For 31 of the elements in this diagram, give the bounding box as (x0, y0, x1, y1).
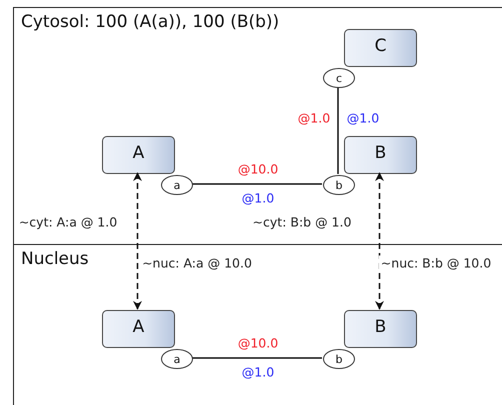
compartment-title: Cytosol: 100 (A(a)), 100 (B(b)) (21, 12, 280, 32)
rate-label: @1.0 (240, 364, 276, 380)
edge-label: @1.0 (296, 110, 332, 126)
dashed-arrow (375, 172, 384, 310)
molecule-box (102, 136, 175, 174)
dashed-arrow (133, 172, 142, 310)
molecule-name: C (374, 38, 386, 58)
rate-label: @1.0 (240, 190, 276, 206)
molecule-name: B (374, 319, 386, 339)
molecule-box (102, 310, 175, 348)
molecule-box (344, 29, 417, 67)
rate-label: @1.0 (344, 110, 382, 126)
connector-line (192, 183, 322, 185)
edge-label: ~cyt: B:b @ 1.0 (250, 214, 354, 230)
edge-label: @10.0 (236, 336, 280, 350)
binding-site: a (161, 175, 193, 195)
molecule-box (344, 136, 417, 174)
molecule-box (344, 310, 417, 348)
molecule-name: A (132, 319, 144, 339)
edge-label: @10.0 (236, 162, 280, 176)
binding-site: a (161, 349, 193, 369)
molecule-name: B (374, 145, 386, 165)
molecule-name: A (132, 145, 144, 165)
connector-line (192, 357, 322, 359)
binding-site: c (323, 68, 355, 88)
binding-site: b (323, 349, 355, 369)
rate-label: ~nuc: A:a @ 10.0 (140, 256, 254, 270)
compartment-title: Nucleus (21, 249, 89, 269)
binding-site: b (323, 175, 355, 195)
connector-line (337, 87, 339, 174)
rate-label: ~nuc: B:b @ 10.0 (378, 256, 494, 270)
